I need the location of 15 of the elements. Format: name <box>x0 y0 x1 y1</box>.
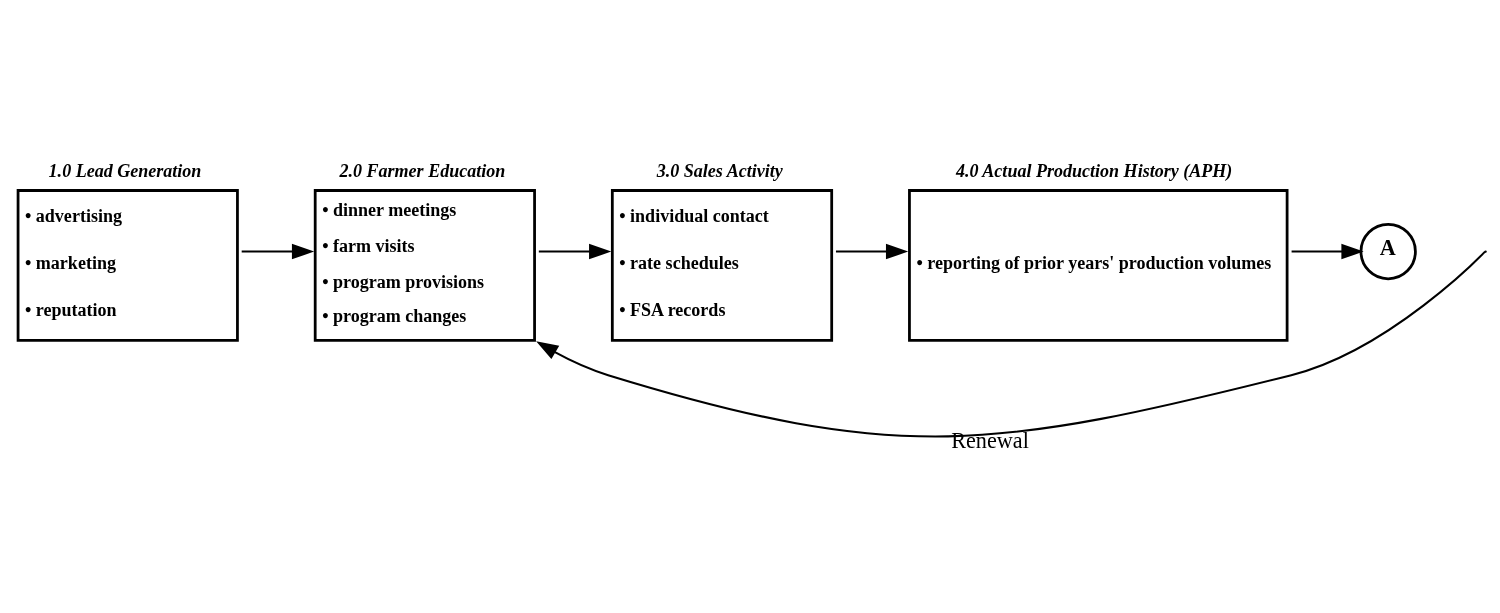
node-label: 1.0 Lead Generation <box>48 160 202 181</box>
node-circle: A <box>1359 222 1417 280</box>
node-box: • reporting of prior years' production volumes <box>908 188 1289 342</box>
arrow <box>241 243 315 259</box>
node-label: 2.0 Farmer Education <box>339 160 506 181</box>
edge-label: Renewal <box>951 427 1029 453</box>
node-box: • dinner meetings • farm visits • program provisions • program changes <box>313 188 536 342</box>
arrow <box>538 243 612 259</box>
node-box: • advertising • marketing • reputation <box>16 188 239 342</box>
arrow <box>1291 243 1364 259</box>
node-label: 3.0 Sales Activity <box>656 160 783 181</box>
arrow <box>536 250 1486 437</box>
arrow <box>835 243 909 259</box>
node-box: • individual contact • rate schedules • FSA records <box>610 188 834 342</box>
node-label: 4.0 Actual Production History (APH) <box>955 160 1233 181</box>
